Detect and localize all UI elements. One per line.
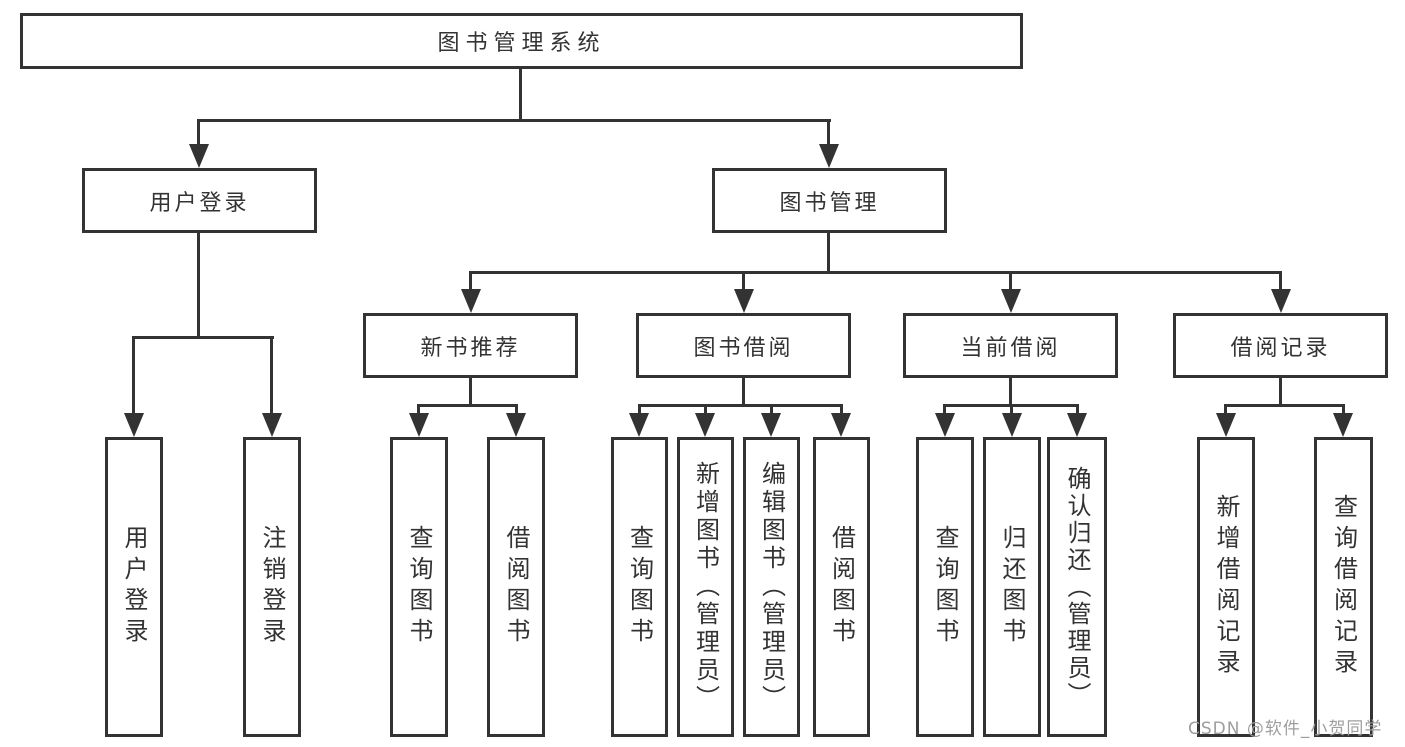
node-borrow-records: 借阅记录 <box>1173 313 1388 378</box>
arrowhead-icon <box>262 413 282 437</box>
leaf-records-add-record: 新增借阅记录 <box>1197 437 1255 737</box>
connector-line <box>704 404 707 418</box>
node-user-login: 用户登录 <box>82 168 317 233</box>
arrowhead-icon <box>1067 413 1087 437</box>
connector-line <box>1076 404 1079 418</box>
connector-line <box>1279 378 1282 407</box>
arrowhead-icon <box>819 144 839 168</box>
connector-line <box>132 336 135 416</box>
node-current-borrow: 当前借阅 <box>903 313 1118 378</box>
leaf-newbooks-query-books: 查询图书 <box>390 437 448 737</box>
connector-line <box>1342 404 1345 418</box>
connector-line <box>1009 378 1012 407</box>
arrowhead-icon <box>629 413 649 437</box>
connector-line <box>197 233 200 339</box>
connector-line <box>827 119 830 149</box>
connector-line <box>1224 404 1345 407</box>
node-book-management: 图书管理 <box>712 168 947 233</box>
leaf-current-return-books: 归还图书 <box>983 437 1041 737</box>
csdn-watermark: CSDN @软件_小贺同学 <box>1188 719 1383 739</box>
arrowhead-icon <box>831 413 851 437</box>
connector-line <box>1279 271 1282 293</box>
connector-line <box>742 271 745 293</box>
node-root: 图书管理系统 <box>20 13 1023 69</box>
arrowhead-icon <box>461 289 481 313</box>
connector-line <box>770 404 773 418</box>
arrowhead-icon <box>1271 289 1291 313</box>
arrowhead-icon <box>189 144 209 168</box>
arrowhead-icon <box>935 413 955 437</box>
connector-line <box>197 119 831 122</box>
connector-line <box>417 404 518 407</box>
arrowhead-icon <box>1002 413 1022 437</box>
connector-line <box>638 404 843 407</box>
connector-line <box>840 404 843 418</box>
arrowhead-icon <box>1333 413 1353 437</box>
arrowhead-icon <box>1216 413 1236 437</box>
connector-line <box>515 404 518 418</box>
leaf-current-confirm-return-admin: 确认归还（管理员） <box>1047 437 1107 737</box>
arrowhead-icon <box>1001 289 1021 313</box>
arrowhead-icon <box>695 413 715 437</box>
leaf-current-query-books: 查询图书 <box>916 437 974 737</box>
connector-line <box>469 271 472 293</box>
leaf-borrow-query-books: 查询图书 <box>611 437 668 737</box>
connector-line <box>638 404 641 418</box>
arrowhead-icon <box>761 413 781 437</box>
connector-line <box>1224 404 1227 418</box>
connector-line <box>827 233 830 274</box>
connector-line <box>1010 404 1013 418</box>
leaf-logout: 注销登录 <box>243 437 301 737</box>
arrowhead-icon <box>409 413 429 437</box>
leaf-newbooks-borrow-books: 借阅图书 <box>487 437 545 737</box>
arrowhead-icon <box>124 413 144 437</box>
leaf-records-query-record: 查询借阅记录 <box>1314 437 1373 737</box>
connector-line <box>270 336 273 416</box>
arrowhead-icon <box>734 289 754 313</box>
leaf-user-login: 用户登录 <box>105 437 163 737</box>
node-new-book-recommend: 新书推荐 <box>363 313 578 378</box>
connector-line <box>742 378 745 407</box>
leaf-borrow-edit-books-admin: 编辑图书（管理员） <box>743 437 800 737</box>
connector-line <box>132 336 274 339</box>
connector-line <box>1009 271 1012 293</box>
connector-line <box>197 119 200 149</box>
connector-line <box>469 378 472 407</box>
connector-line <box>519 69 522 121</box>
node-book-borrow: 图书借阅 <box>636 313 851 378</box>
arrowhead-icon <box>506 413 526 437</box>
leaf-borrow-add-books-admin: 新增图书（管理员） <box>677 437 734 737</box>
connector-line <box>943 404 946 418</box>
leaf-borrow-borrow-books: 借阅图书 <box>813 437 870 737</box>
connector-line <box>469 271 1282 274</box>
connector-line <box>417 404 420 418</box>
